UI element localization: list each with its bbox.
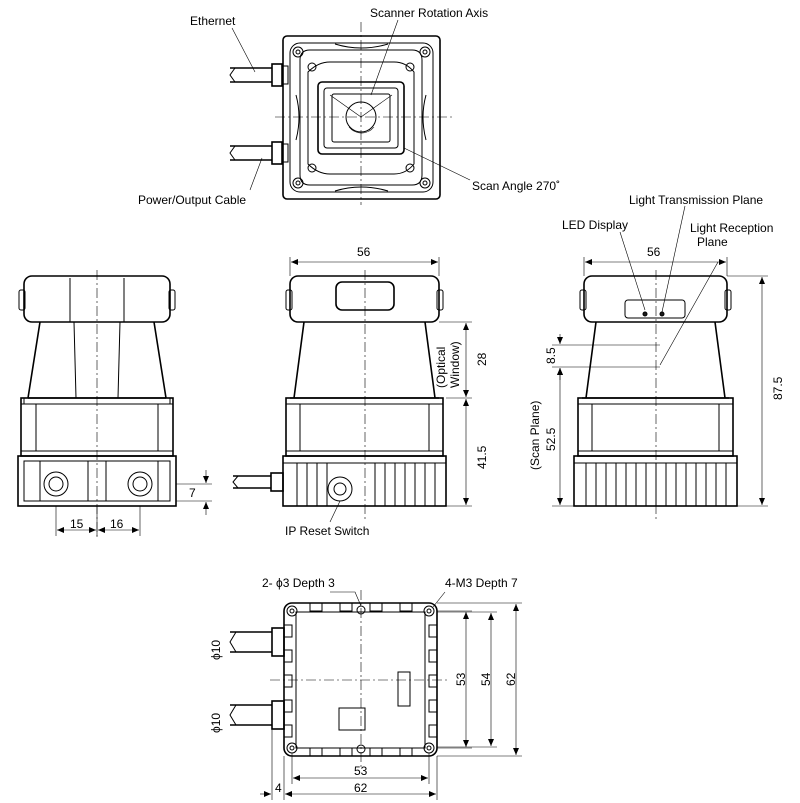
dim-8-5: 8.5	[544, 347, 558, 364]
corner-screws	[292, 46, 431, 189]
bottom-view: ϕ10 ϕ10 2- ϕ3 Depth 3 4-M3 Depth 7 53 54…	[209, 576, 522, 800]
dim-56-side: 56	[647, 245, 661, 259]
scan-angle-label: Scan Angle 270˚	[472, 179, 560, 193]
power-output-cable-label: Power/Output Cable	[138, 193, 246, 207]
right-fins	[585, 463, 727, 506]
bottom-body-outline	[283, 602, 438, 757]
top-body-outline	[282, 35, 441, 200]
ethernet-leader	[231, 27, 256, 73]
label-plate	[338, 707, 366, 731]
phi10-upper-label: ϕ10	[209, 640, 223, 660]
power-cable-leader	[249, 157, 263, 191]
dim-28: 28	[475, 352, 489, 366]
rotation-axis-leader	[370, 19, 399, 96]
dim-15: 15	[70, 517, 84, 531]
right-head	[583, 275, 728, 323]
dim-62-horizontal: 62	[354, 781, 368, 795]
left-view: 15 16 7	[17, 270, 212, 540]
light-reception-plane-label-1: Light Reception	[690, 221, 773, 235]
dim-53-horizontal: 53	[354, 764, 368, 778]
phi10-lower-label: ϕ10	[209, 713, 223, 733]
dim-56-front: 56	[357, 245, 371, 259]
dim-41-5: 41.5	[475, 445, 489, 469]
optical-window-label-1: (Optical	[434, 347, 448, 388]
top-view: Ethernet Scanner Rotation Axis Scan Angl…	[138, 6, 560, 207]
dim-53-vertical: 53	[454, 672, 468, 686]
front-fins	[296, 463, 436, 506]
right-view: 56 8.5 52.5 (Scan Plane) 87.5 LED Displa…	[528, 193, 785, 520]
scanner-rotation-axis-label: Scanner Rotation Axis	[370, 6, 488, 20]
dim-54-vertical: 54	[479, 672, 493, 686]
dim-52-5: 52.5	[544, 427, 558, 451]
holes-2-label: 2- ϕ3 Depth 3	[262, 576, 335, 590]
slot	[397, 671, 411, 707]
light-transmission-plane-label: Light Transmission Plane	[629, 193, 763, 207]
scan-plane-label: (Scan Plane)	[528, 401, 542, 470]
ip-reset-switch	[327, 476, 353, 502]
ip-reset-switch-label: IP Reset Switch	[285, 524, 369, 538]
dim-7: 7	[189, 486, 196, 500]
ethernet-cable	[229, 63, 289, 87]
led-display	[642, 311, 648, 317]
scan-angle-leader	[403, 147, 471, 181]
bottom-screws	[286, 605, 435, 754]
holes-4-label: 4-M3 Depth 7	[445, 576, 518, 590]
dim-62-vertical: 62	[504, 672, 518, 686]
front-view: 56 28 41.5 (Optical Window) IP Reset Swi…	[232, 245, 489, 538]
power-cable	[229, 141, 289, 165]
dim-87-5: 87.5	[771, 376, 785, 400]
led-display-label: LED Display	[562, 218, 628, 232]
ethernet-label: Ethernet	[190, 14, 236, 28]
optical-window-label-2: Window)	[448, 341, 462, 388]
front-head	[289, 275, 440, 323]
light-reception-plane-label-2: Plane	[697, 235, 728, 249]
dim-16: 16	[110, 517, 124, 531]
dim-4: 4	[275, 781, 282, 795]
